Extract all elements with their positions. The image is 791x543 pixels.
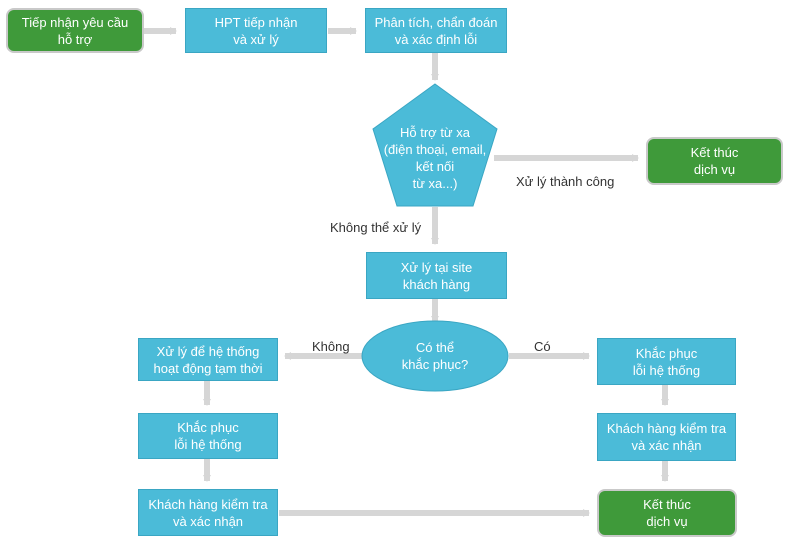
fix-right-node: Khắc phục lỗi hệ thống: [597, 338, 736, 385]
end-service-top-node: Kết thúc dịch vụ: [646, 137, 783, 185]
temporary-run-node: Xử lý để hệ thống hoạt động tạm thời: [138, 338, 278, 381]
no-label: Không: [312, 339, 350, 354]
analyze-node: Phân tích, chẩn đoán và xác định lỗi: [365, 8, 507, 53]
remote-support-pentagon: [372, 83, 498, 207]
cannot-process-label: Không thể xử lý: [330, 220, 422, 235]
can-fix-decision-ellipse: [361, 320, 509, 392]
remote-support-node: Hỗ trợ từ xa (điện thoại, email, kết nối…: [383, 125, 487, 191]
end-service-bottom-node: Kết thúc dịch vụ: [597, 489, 737, 537]
yes-label: Có: [534, 339, 551, 354]
fix-left-node: Khắc phục lỗi hệ thống: [138, 413, 278, 459]
onsite-node: Xử lý tại site khách hàng: [366, 252, 507, 299]
check-right-node: Khách hàng kiểm tra và xác nhận: [597, 413, 736, 461]
receive-request-node: Tiếp nhận yêu cầu hỗ trợ: [6, 8, 144, 53]
success-label: Xử lý thành công: [516, 174, 615, 189]
check-left-node: Khách hàng kiểm tra và xác nhận: [138, 489, 278, 536]
can-fix-decision-node: Có thể khắc phục?: [401, 340, 469, 372]
hpt-receive-node: HPT tiếp nhận và xử lý: [185, 8, 327, 53]
